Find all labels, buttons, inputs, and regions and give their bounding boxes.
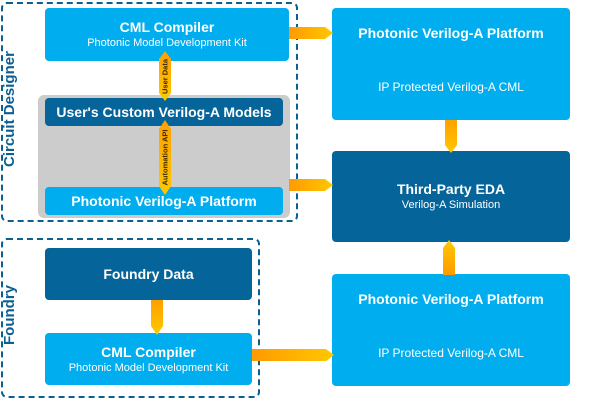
- foundry-group: [1, 238, 260, 398]
- arrow-cml-to-pva-top: [289, 27, 333, 39]
- foundry-data-box[interactable]: Foundry Data: [45, 248, 252, 300]
- third-party-eda-subtitle: Verilog-A Simulation: [401, 199, 501, 211]
- arrow-pva-left-to-eda: [289, 179, 333, 191]
- third-party-eda-title: Third-Party EDA: [396, 181, 506, 197]
- cml-compiler-top-title: CML Compiler: [119, 19, 215, 35]
- cml-compiler-bottom-box[interactable]: CML Compiler Photonic Model Development …: [45, 333, 252, 385]
- pva-platform-right-bottom-subtitle: IP Protected Verilog-A CML: [378, 346, 524, 360]
- cml-compiler-top-box[interactable]: CML Compiler Photonic Model Development …: [45, 8, 289, 61]
- pva-platform-right-bottom-box[interactable]: Photonic Verilog-A Platform IP Protected…: [332, 274, 570, 386]
- automation-api-label: Automation API: [160, 129, 170, 186]
- third-party-eda-box[interactable]: Third-Party EDA Verilog-A Simulation: [332, 151, 570, 242]
- user-data-arrow: [159, 51, 171, 101]
- pva-platform-right-bottom-title: Photonic Verilog-A Platform: [358, 291, 544, 307]
- custom-models-title: User's Custom Verilog-A Models: [56, 103, 272, 120]
- cml-compiler-bottom-title: CML Compiler: [101, 343, 196, 360]
- arrow-pva-bottom-to-eda: [443, 240, 455, 275]
- pva-platform-right-top-box[interactable]: Photonic Verilog-A Platform IP Protected…: [332, 8, 570, 120]
- pva-platform-right-top-title: Photonic Verilog-A Platform: [358, 25, 544, 41]
- foundry-label: Foundry: [1, 285, 18, 345]
- custom-models-box[interactable]: User's Custom Verilog-A Models: [45, 98, 283, 126]
- automation-api-arrow: [159, 120, 171, 195]
- arrow-cml-bottom-to-pva-bottom: [252, 349, 334, 361]
- arrow-pva-top-to-eda: [445, 120, 457, 153]
- foundry-data-title: Foundry Data: [103, 265, 194, 282]
- arrow-foundry-data-to-cml: [151, 300, 163, 335]
- cml-compiler-top-subtitle: Photonic Model Development Kit: [87, 37, 247, 49]
- cml-compiler-bottom-subtitle: Photonic Model Development Kit: [68, 361, 229, 374]
- circuit-designer-group: [1, 2, 298, 222]
- pva-platform-left-title: Photonic Verilog-A Platform: [71, 192, 257, 209]
- circuit-designer-label: Circuit Designer: [1, 51, 18, 167]
- user-data-label: User Data: [160, 58, 170, 95]
- pva-platform-right-top-subtitle: IP Protected Verilog-A CML: [378, 80, 524, 94]
